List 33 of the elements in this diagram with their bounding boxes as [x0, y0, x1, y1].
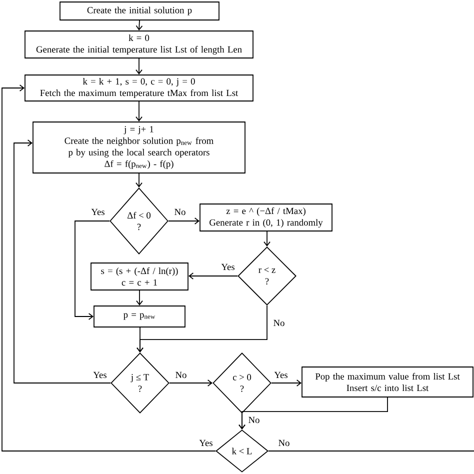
arrow: [168, 218, 200, 224]
arrow: [271, 380, 302, 386]
arrow: [74, 220, 110, 320]
edge-label: No: [173, 208, 187, 216]
arrow: [136, 290, 143, 306]
process-box: k = k + 1, s = 0, c = 0, j = 0 Fetch the maximum temperature tMax from list Lst: [24, 74, 254, 102]
process-box: k = 0 Generate the initial temperature list Lst of length Len: [24, 30, 254, 58]
process-box: Pop the maximum value from list Lst Insert s/c into list Lst: [302, 366, 474, 398]
arrow: [14, 140, 111, 384]
arrow: [238, 397, 388, 430]
edge-label: No: [247, 416, 261, 424]
arrow: [169, 380, 213, 386]
arrow: [188, 272, 238, 280]
edge-label: Yes: [273, 370, 289, 380]
edge-label: No: [272, 318, 286, 328]
process-box: s = (s + (-Δf / ln(r)) c = c + 1: [90, 262, 188, 290]
arrow: [136, 58, 142, 75]
edge-label: Yes: [90, 208, 106, 216]
arrow: [136, 327, 144, 353]
edge-label: Yes: [198, 438, 214, 448]
edge-label: No: [277, 438, 291, 448]
process-box: z = e ^ (−Δf / tMax) Generate r in (0, 1) randomly: [200, 204, 332, 232]
arrow: [136, 20, 143, 31]
process-box: j = j+ 1 Create the neighbor solution p$_{new}$ from p by using the local search operators Δf = f(p$_{new}$) - f(p): [32, 122, 246, 174]
edge-label: Yes: [92, 370, 108, 380]
arrow: [136, 101, 142, 122]
process-box: Create the initial solution p: [60, 2, 220, 20]
edge-label: No: [174, 370, 188, 380]
edge-label: Yes: [220, 262, 236, 272]
arrow: [264, 231, 270, 247]
arrow: [136, 173, 142, 188]
process-box: p = p$_{new}$: [94, 306, 186, 328]
arrow: [2, 84, 216, 452]
